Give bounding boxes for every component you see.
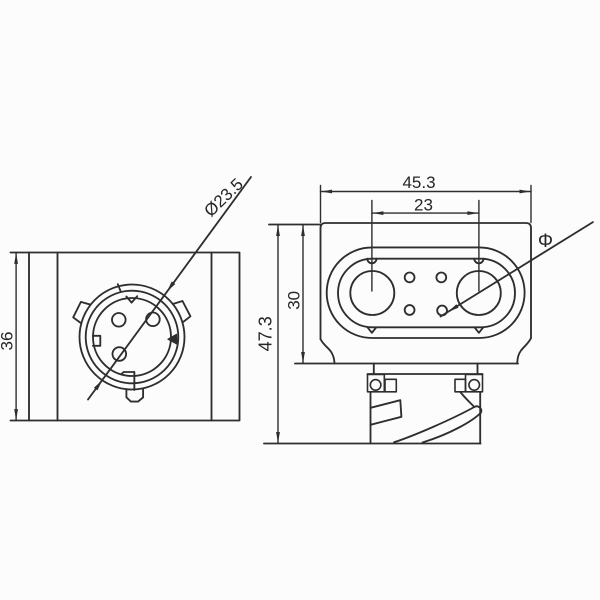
svg-text:23: 23 [414, 195, 433, 214]
svg-text:45.3: 45.3 [402, 173, 435, 192]
svg-text:Φ: Φ [538, 231, 553, 252]
svg-text:30: 30 [285, 291, 304, 310]
svg-text:47.3: 47.3 [255, 316, 275, 351]
svg-text:36: 36 [0, 332, 16, 351]
